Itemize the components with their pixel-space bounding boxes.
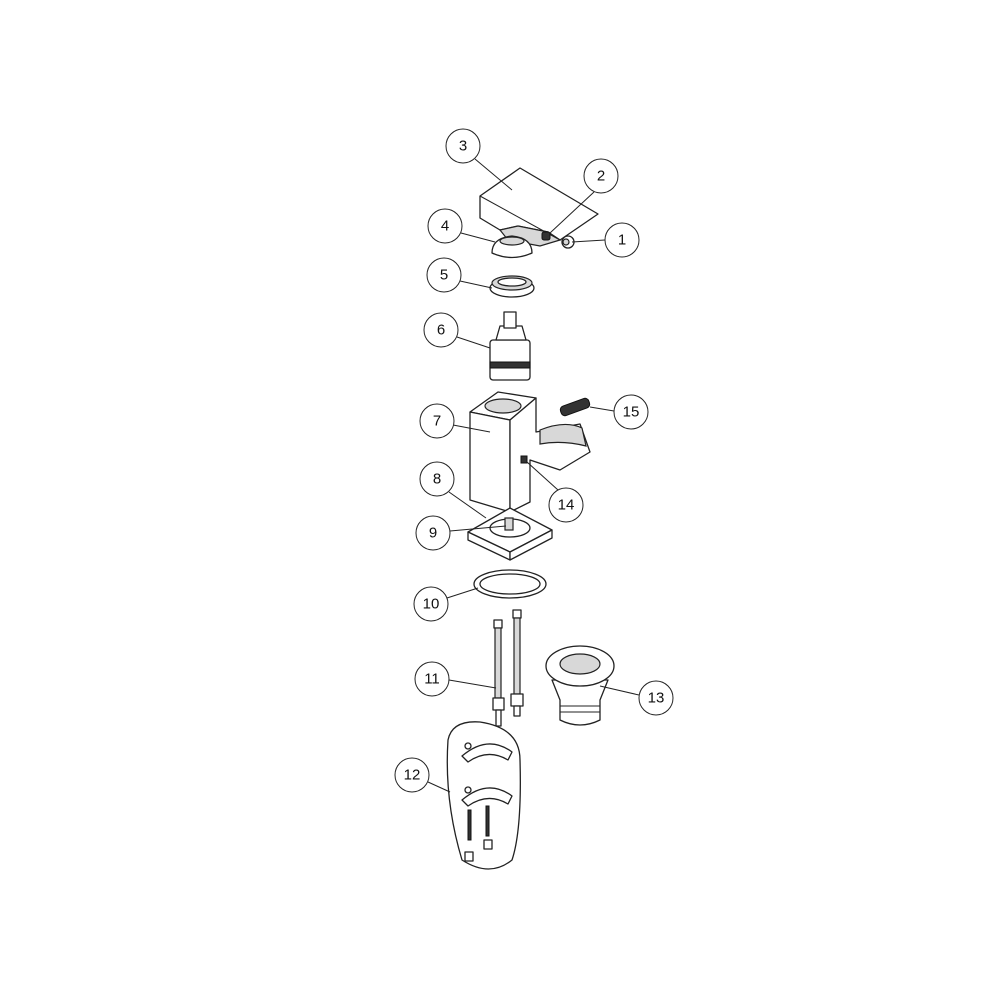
svg-text:1: 1 — [618, 232, 626, 249]
svg-text:12: 12 — [404, 767, 421, 784]
svg-text:10: 10 — [423, 596, 440, 613]
callout-8: 8 — [419, 461, 455, 497]
part-grub-screw — [541, 231, 551, 241]
callout-5: 5 — [426, 257, 462, 293]
part-base-plate — [467, 507, 553, 561]
leader-lines — [427, 158, 640, 793]
svg-text:2: 2 — [597, 168, 605, 185]
part-aerator — [559, 397, 591, 417]
part-body — [469, 391, 591, 513]
svg-text:4: 4 — [441, 218, 449, 235]
callout-1: 1 — [604, 222, 640, 258]
callout-13: 13 — [638, 680, 674, 716]
callout-15: 15 — [613, 394, 649, 430]
part-waste — [545, 645, 615, 726]
part-hoses — [492, 609, 524, 727]
callout-14: 14 — [548, 487, 584, 523]
callout-7: 7 — [419, 403, 455, 439]
svg-text:9: 9 — [429, 525, 437, 542]
callout-3: 3 — [445, 128, 481, 164]
part-washer — [473, 569, 547, 599]
part-shroud — [491, 235, 533, 259]
svg-text:11: 11 — [424, 671, 440, 688]
part-cartridge — [489, 311, 531, 381]
svg-text:5: 5 — [440, 267, 448, 284]
svg-text:13: 13 — [648, 690, 665, 707]
callout-10: 10 — [413, 586, 449, 622]
svg-text:8: 8 — [433, 471, 441, 488]
svg-text:3: 3 — [459, 138, 467, 155]
svg-text:6: 6 — [437, 322, 445, 339]
part-ring — [489, 275, 535, 298]
callout-2: 2 — [583, 158, 619, 194]
callout-6: 6 — [423, 312, 459, 348]
callout-12: 12 — [394, 757, 430, 793]
svg-text:15: 15 — [623, 404, 640, 421]
svg-text:7: 7 — [433, 413, 441, 430]
part-fixing-kit — [446, 721, 521, 870]
part-handle — [479, 167, 599, 247]
part-side-screw — [520, 455, 528, 464]
callout-9: 9 — [415, 515, 451, 551]
svg-text:14: 14 — [558, 497, 575, 514]
callout-4: 4 — [427, 208, 463, 244]
callout-11: 11 — [414, 661, 450, 697]
